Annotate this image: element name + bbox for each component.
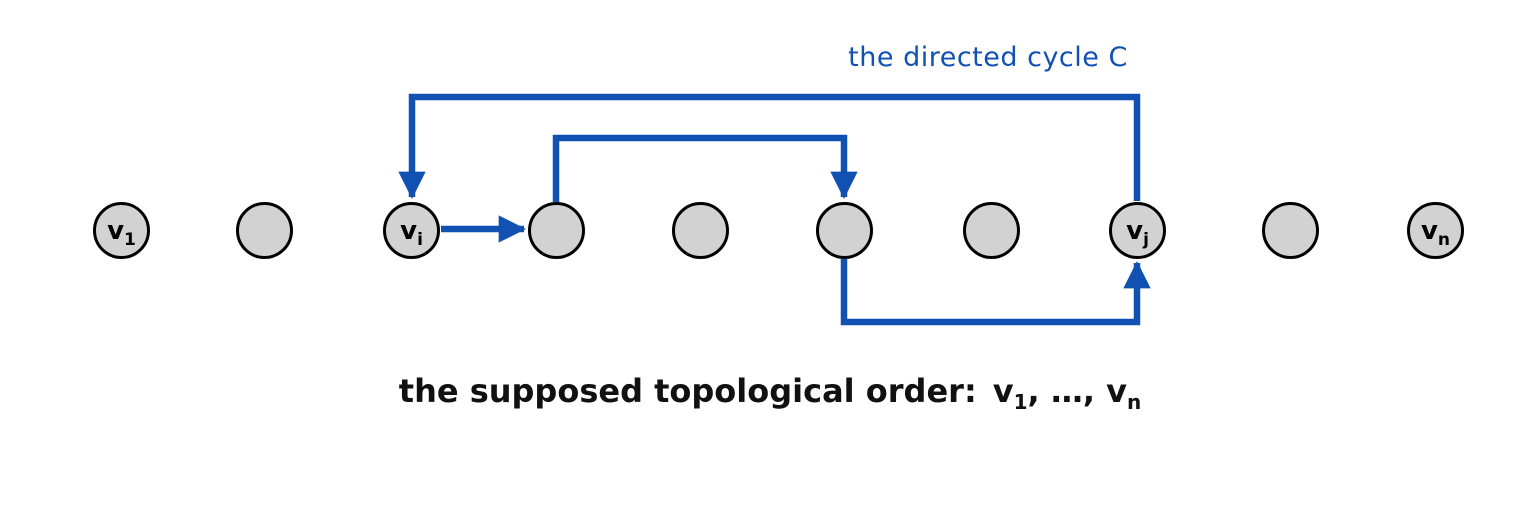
caption-sequence: v1, …, vn [992, 372, 1142, 414]
node-label: vi [400, 215, 423, 250]
node-vn: vn [1407, 202, 1464, 259]
edge-node4-to-node6 [552, 134, 858, 202]
directed-cycle-label: the directed cycle C [848, 42, 1128, 73]
node-label: v1 [107, 215, 136, 250]
node-9 [1262, 202, 1319, 259]
node-vj: vj [1109, 202, 1166, 259]
caption-prefix: the supposed topological order: [398, 372, 977, 410]
topological-order-caption: the supposed topological order: v1, …, vn [0, 372, 1540, 414]
node-5 [672, 202, 729, 259]
node-6 [816, 202, 873, 259]
node-7 [963, 202, 1020, 259]
node-vi: vi [383, 202, 440, 259]
node-4 [528, 202, 585, 259]
node-2 [236, 202, 293, 259]
node-label: vj [1126, 215, 1149, 250]
node-label: vn [1420, 215, 1451, 250]
node-v1: v1 [93, 202, 150, 259]
edge-vj-to-vi [398, 93, 1141, 201]
edge-node6-to-vj [840, 259, 1151, 326]
